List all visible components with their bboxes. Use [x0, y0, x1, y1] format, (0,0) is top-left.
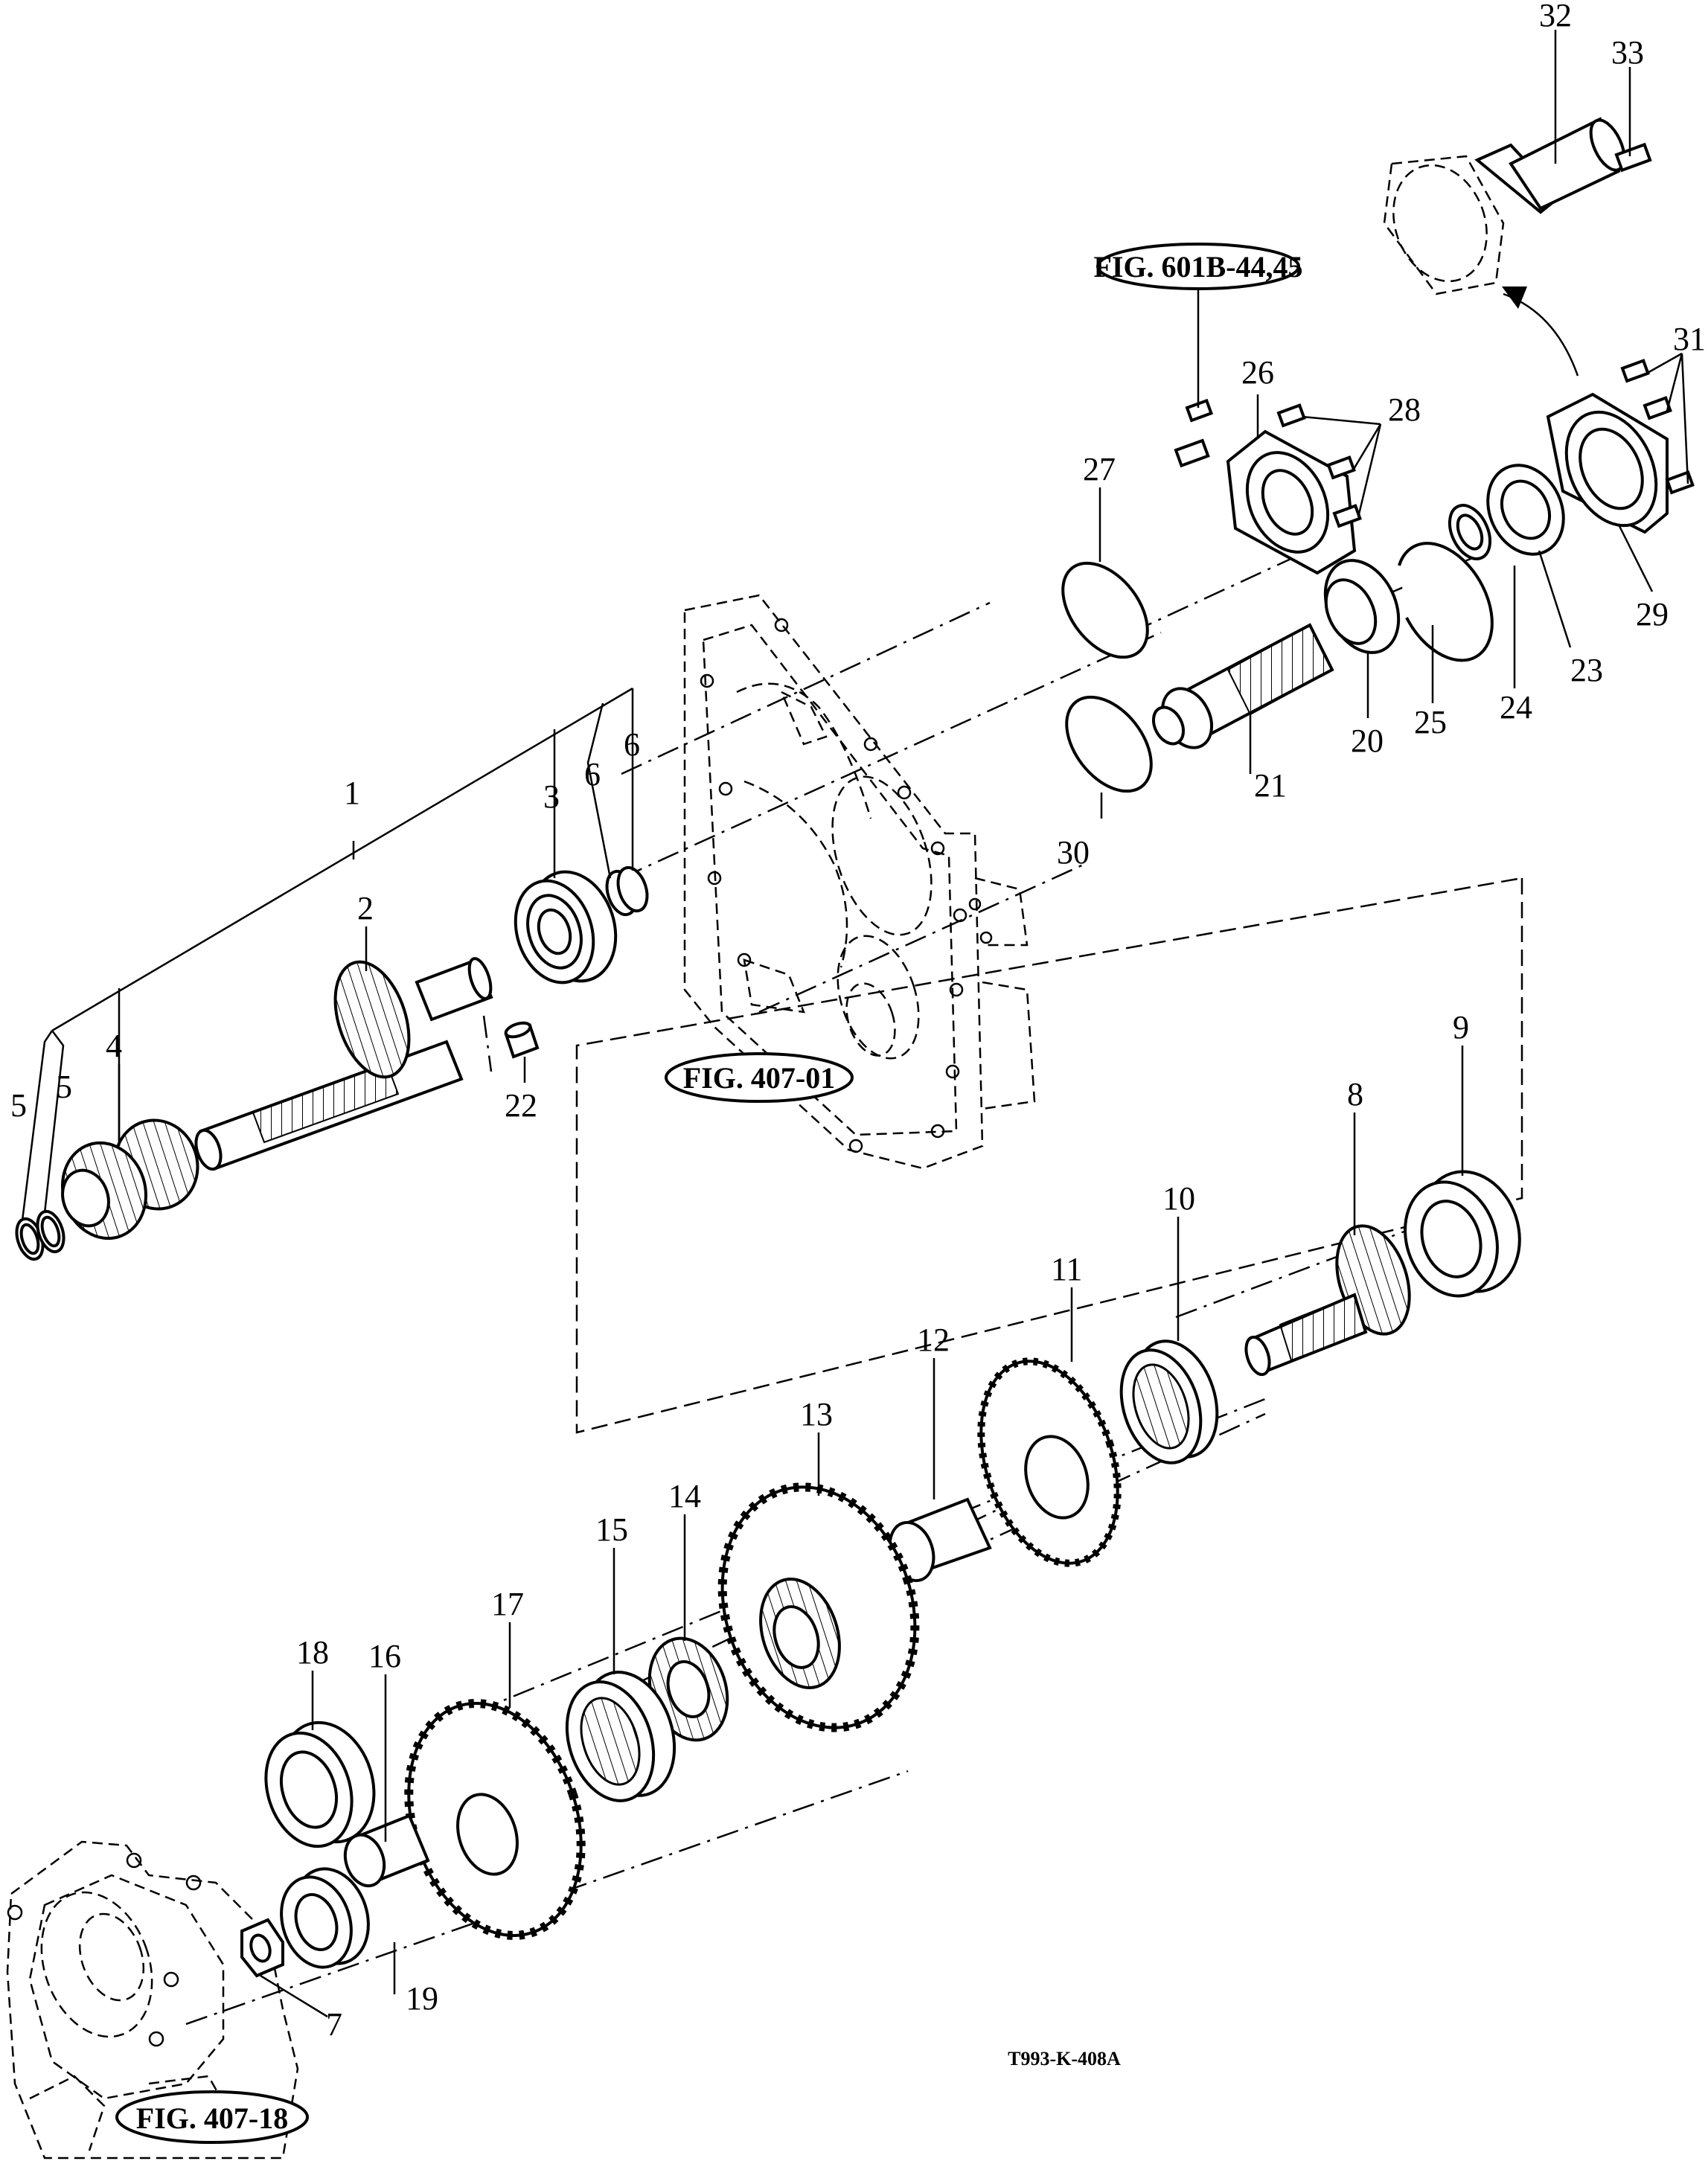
label-13: 13	[800, 1396, 833, 1432]
label-7: 7	[326, 2006, 342, 2043]
label-11: 11	[1051, 1251, 1082, 1287]
label-16: 16	[368, 1638, 401, 1674]
fig-407-18-text: FIG. 407-18	[136, 2101, 288, 2135]
bearing-18	[264, 1720, 376, 1848]
label-26: 26	[1241, 354, 1274, 391]
fig-407-01-ref: FIG. 407-01	[665, 1052, 854, 1103]
label-22: 22	[505, 1087, 537, 1124]
label-28: 28	[1388, 391, 1421, 428]
o-ring-27	[1061, 561, 1149, 659]
label-14: 14	[668, 1478, 701, 1514]
label-3: 3	[543, 778, 560, 815]
label-32: 32	[1539, 0, 1572, 33]
label-30: 30	[1057, 834, 1090, 871]
label-25: 25	[1414, 704, 1447, 740]
bearing-20	[1323, 559, 1401, 654]
label-20: 20	[1351, 723, 1384, 759]
bearing-19	[280, 1867, 370, 1969]
gear-4	[60, 1118, 199, 1240]
sleeve-15	[565, 1671, 677, 1802]
snap-ring-6	[605, 865, 649, 917]
fig-601b-text: FIG. 601B-44,45	[1093, 250, 1302, 284]
label-17: 17	[491, 1586, 524, 1622]
label-27: 27	[1083, 451, 1116, 487]
tube-32	[1383, 117, 1626, 295]
bearing-9	[1404, 1170, 1521, 1298]
shaft-2	[194, 957, 493, 1171]
part-labels: 1 2 3 4 5 5 6 6 7 8 9 10 11 12 13 14 15 …	[10, 0, 1706, 2043]
cover-26	[1226, 429, 1357, 575]
gear-11	[977, 1357, 1122, 1567]
gear-13	[717, 1482, 920, 1732]
label-24: 24	[1500, 689, 1532, 726]
rear-housing-phantom	[6, 1840, 299, 2160]
label-1: 1	[344, 775, 360, 811]
o-ring-30	[1065, 695, 1153, 793]
fig-601b-ref: FIG. 601B-44,45	[1093, 243, 1303, 290]
label-6b: 6	[624, 726, 640, 763]
label-2: 2	[357, 890, 374, 926]
snap-ring-5	[15, 1209, 65, 1261]
label-12: 12	[917, 1322, 950, 1358]
seal-24	[1448, 504, 1492, 560]
center-housing-phantom	[683, 594, 1036, 1170]
bearing-3	[514, 870, 618, 985]
pin-22	[504, 1021, 540, 1059]
center-lines	[185, 542, 1482, 2026]
gear-17	[404, 1699, 586, 1940]
ring-23	[1486, 464, 1565, 556]
label-21: 21	[1254, 767, 1287, 804]
bushing-16	[343, 1813, 430, 1888]
label-8: 8	[1347, 1076, 1363, 1112]
drawing-code: T993-K-408A	[1008, 2048, 1121, 2069]
label-18: 18	[296, 1634, 329, 1671]
fig-407-01-text: FIG. 407-01	[683, 1061, 835, 1095]
label-4: 4	[106, 1028, 122, 1064]
snap-ring-25	[1398, 542, 1494, 662]
label-31: 31	[1673, 321, 1706, 357]
sleeve-10	[1119, 1339, 1219, 1464]
housing-29	[1546, 392, 1669, 534]
shaft-8	[1244, 1224, 1411, 1377]
bolts-28	[1174, 398, 1362, 528]
label-5b: 5	[56, 1069, 72, 1105]
label-23: 23	[1570, 652, 1603, 688]
shaft-21	[1151, 623, 1334, 749]
label-10: 10	[1162, 1180, 1195, 1217]
label-9: 9	[1453, 1009, 1469, 1046]
countershaft-outline-box	[575, 877, 1523, 1434]
label-6a: 6	[584, 756, 601, 793]
label-29: 29	[1636, 596, 1669, 633]
label-5a: 5	[10, 1087, 27, 1124]
nut-7	[240, 1918, 284, 1978]
install-arrow	[1503, 292, 1579, 377]
install-arrowhead	[1502, 286, 1527, 309]
label-33: 33	[1611, 34, 1644, 71]
fig-407-18-ref: FIG. 407-18	[115, 2090, 309, 2144]
label-19: 19	[406, 1980, 438, 2017]
leader-lines	[21, 30, 1689, 2018]
label-15: 15	[595, 1511, 628, 1548]
